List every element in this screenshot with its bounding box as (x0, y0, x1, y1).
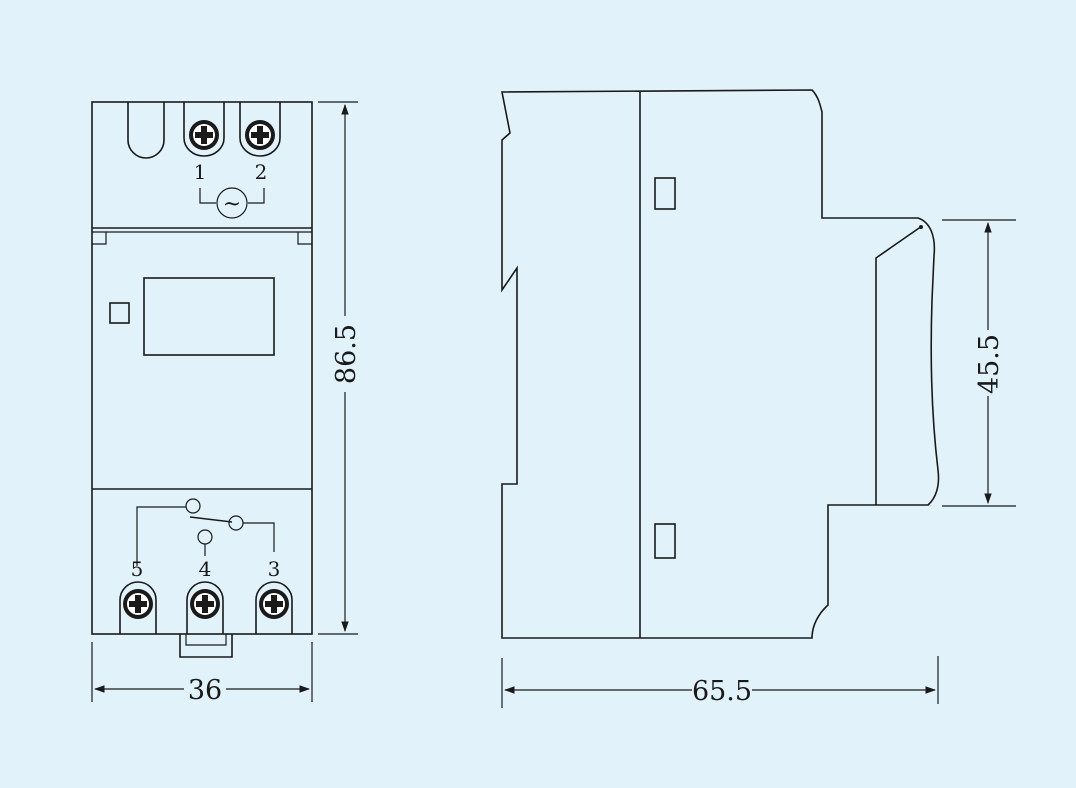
supply-wire (199, 188, 265, 204)
terminal-2-screw-icon (245, 120, 275, 150)
terminal-3-screw-icon (259, 589, 289, 619)
right-shoulder (297, 231, 312, 245)
side-window-lower (654, 523, 676, 559)
side-view: 65.5 45.5 (501, 89, 1016, 708)
top-slot (127, 102, 165, 159)
terminal-1-label: 1 (194, 160, 207, 184)
rail-height-dimension (942, 219, 1016, 507)
terminal-4-screw-icon (190, 589, 220, 619)
ac-symbol: ~ (223, 192, 241, 217)
terminal-1-screw-icon (189, 120, 219, 150)
terminal-5-screw-icon (123, 589, 153, 619)
terminal-2-housing (239, 102, 281, 157)
front-body-outline (91, 101, 313, 635)
side-body-outline (501, 89, 940, 639)
rail-height-dimension-label: 45.5 (974, 334, 1005, 394)
terminal-1-housing (183, 102, 225, 157)
width-dimension-label: 36 (188, 675, 222, 706)
height-dimension (318, 101, 358, 635)
depth-dimension (501, 656, 939, 708)
lcd-display (143, 277, 275, 356)
terminal-5-label: 5 (131, 557, 144, 581)
terminal-4-housing (186, 581, 224, 634)
height-dimension-label: 86.5 (331, 324, 362, 384)
depth-dimension-label: 65.5 (692, 676, 752, 707)
front-view: 1 2 ~ 5 4 3 (91, 101, 362, 706)
terminal-4-label: 4 (199, 557, 212, 581)
din-clip-inner (185, 634, 227, 646)
terminal-2-label: 2 (255, 160, 268, 184)
front-button (109, 302, 130, 324)
relay-contact-schematic (136, 498, 275, 566)
side-window-upper (654, 177, 676, 210)
terminal-3-label: 3 (268, 557, 281, 581)
terminal-5-housing (119, 581, 157, 634)
width-dimension (91, 642, 313, 702)
left-shoulder (92, 231, 107, 245)
rail-clip-pivot (919, 225, 923, 229)
terminal-3-housing (255, 581, 293, 634)
rail-clip-lever (875, 225, 923, 505)
ac-source-circle (216, 187, 248, 219)
din-clip-tab (179, 634, 233, 658)
